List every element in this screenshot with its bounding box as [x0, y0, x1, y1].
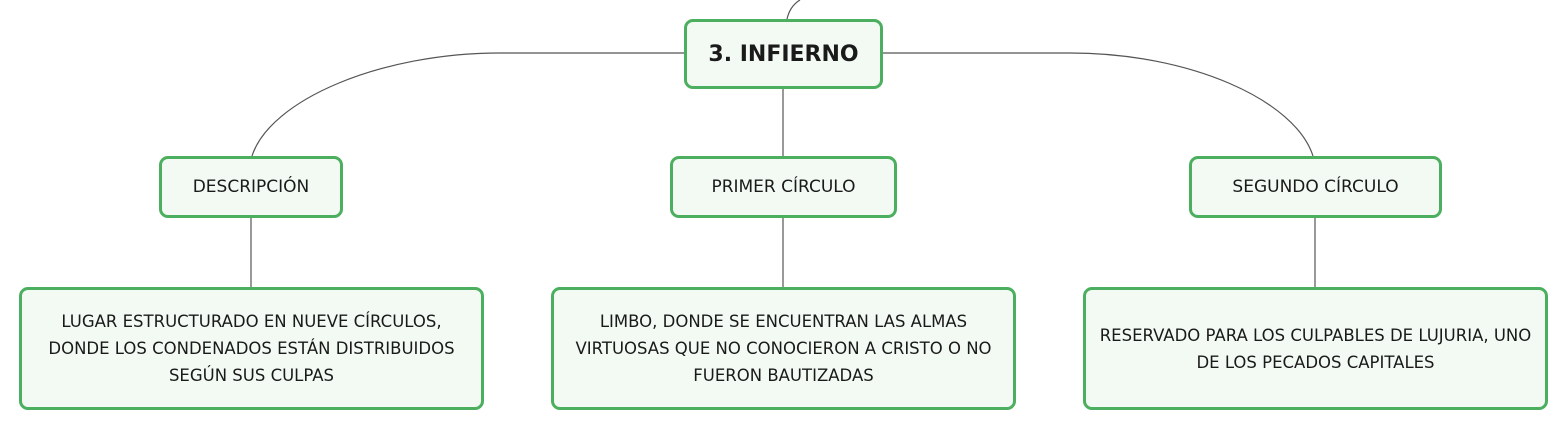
node-descripcion[interactable]: DESCRIPCIÓN	[159, 156, 343, 218]
node-primer-circulo-detail[interactable]: LIMBO, DONDE SE ENCUENTRAN LAS ALMAS VIR…	[551, 287, 1016, 410]
node-primer-circulo-label: PRIMER CÍRCULO	[711, 177, 856, 197]
node-descripcion-detail-text: LUGAR ESTRUCTURADO EN NUEVE CÍRCULOS, DO…	[48, 312, 455, 385]
node-segundo-circulo-detail-text: RESERVADO PARA LOS CULPABLES DE LUJURIA,…	[1099, 325, 1532, 372]
root-node[interactable]: 3. INFIERNO	[684, 19, 883, 89]
connector-root-to-descripcion	[251, 52, 684, 157]
node-primer-circulo[interactable]: PRIMER CÍRCULO	[670, 156, 897, 218]
node-descripcion-detail[interactable]: LUGAR ESTRUCTURADO EN NUEVE CÍRCULOS, DO…	[19, 287, 484, 410]
connector-from-parent	[786, 0, 801, 20]
node-segundo-circulo[interactable]: SEGUNDO CÍRCULO	[1189, 156, 1442, 218]
node-primer-circulo-detail-text: LIMBO, DONDE SE ENCUENTRAN LAS ALMAS VIR…	[575, 312, 992, 385]
node-segundo-circulo-label: SEGUNDO CÍRCULO	[1232, 177, 1399, 197]
node-descripcion-label: DESCRIPCIÓN	[192, 177, 310, 197]
root-node-label: 3. INFIERNO	[708, 41, 859, 67]
node-segundo-circulo-detail[interactable]: RESERVADO PARA LOS CULPABLES DE LUJURIA,…	[1083, 287, 1548, 410]
connector-root-to-segundo-circulo	[883, 52, 1314, 157]
